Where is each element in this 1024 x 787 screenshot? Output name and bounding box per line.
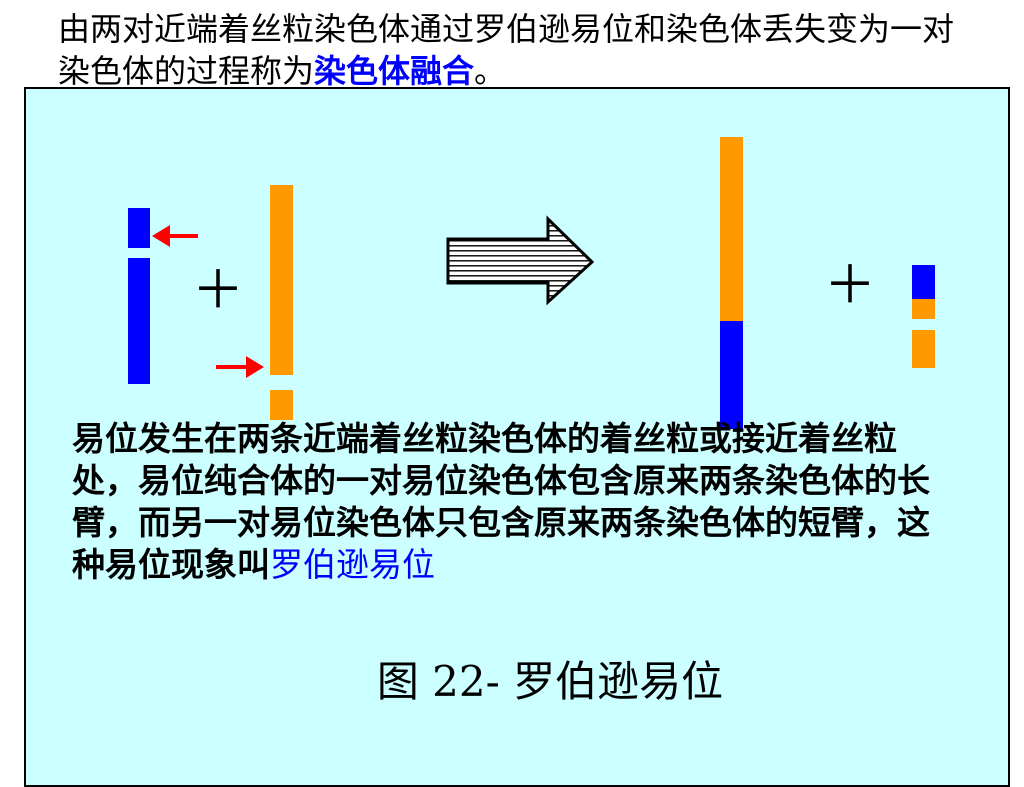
fused-blue-long-arm [720, 321, 743, 429]
small-orange-short-arm [912, 299, 935, 319]
orange-long-arm-segment [270, 185, 293, 375]
fused-orange-long-arm [720, 137, 743, 323]
break-pointer-arrow-right-icon [216, 356, 264, 378]
description-highlight-term: 罗伯逊易位 [270, 545, 435, 584]
translocation-diagram: ＋ ＋ [128, 137, 935, 429]
description-main: 易位发生在两条近端着丝粒染色体的着丝粒或接近着丝粒处，易位纯合体的一对易位染色体… [72, 419, 930, 584]
description-text: 易位发生在两条近端着丝粒染色体的着丝粒或接近着丝粒处，易位纯合体的一对易位染色体… [72, 418, 962, 586]
figure-caption: 图 22- 罗伯逊易位 [376, 657, 724, 706]
heading-suffix: 。 [474, 52, 507, 90]
small-blue-short-arm [912, 265, 935, 299]
blue-short-arm-segment [128, 208, 150, 248]
break-pointer-arrow-left-icon [152, 225, 198, 247]
transformation-arrow-icon [446, 215, 595, 306]
orange-short-arm-segment [270, 390, 293, 420]
small-orange-segment [912, 330, 935, 368]
heading-highlight-term: 染色体融合 [314, 52, 475, 90]
blue-long-arm-segment [128, 258, 150, 384]
plus-symbol-right: ＋ [824, 256, 876, 316]
plus-symbol-left: ＋ [192, 261, 244, 321]
heading-text: 由两对近端着丝粒染色体通过罗伯逊易位和染色体丢失变为一对染色体的过程称为染色体融… [58, 8, 958, 92]
diagram-panel [24, 87, 1010, 787]
heading-main: 由两对近端着丝粒染色体通过罗伯逊易位和染色体丢失变为一对染色体的过程称为 [58, 10, 955, 90]
